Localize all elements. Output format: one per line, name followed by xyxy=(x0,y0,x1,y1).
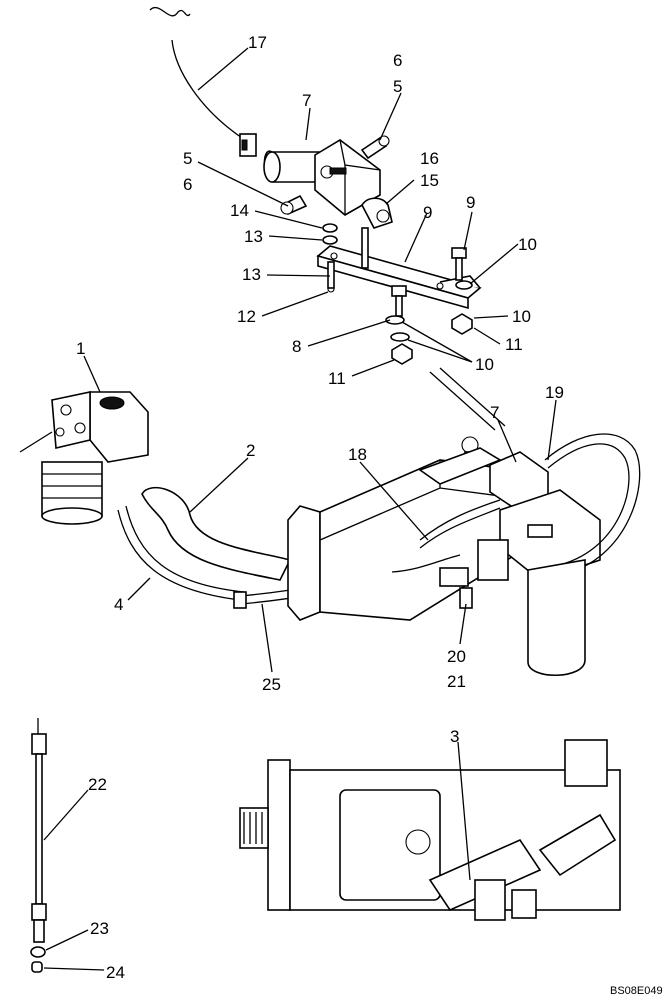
callout-7-lower: 7 xyxy=(490,403,499,422)
callout-11-right: 11 xyxy=(505,335,523,354)
filter-canister xyxy=(527,559,586,677)
callout-10-right: 10 xyxy=(512,307,531,326)
callout-25: 25 xyxy=(262,675,281,694)
callout-23: 23 xyxy=(90,919,109,938)
callout-15: 15 xyxy=(420,171,439,190)
callout-11-lower: 11 xyxy=(328,369,346,388)
solenoid-valve-7 xyxy=(263,139,381,216)
callout-10-upper: 10 xyxy=(518,235,537,254)
callout-3: 3 xyxy=(450,727,459,746)
callout-12: 12 xyxy=(237,307,256,326)
callout-9-middle: 9 xyxy=(423,203,432,222)
hose-4 xyxy=(117,505,245,601)
reference-code: BS08E049 xyxy=(610,985,663,997)
callout-10-lower: 10 xyxy=(475,355,494,374)
suction-hose-2 xyxy=(141,486,292,581)
callout-17: 17 xyxy=(248,33,267,52)
callout-13-lower: 13 xyxy=(242,265,261,284)
callout-21: 21 xyxy=(447,672,466,691)
sensor-wire-22 xyxy=(31,718,47,943)
nuts-11 xyxy=(391,313,473,365)
callout-24: 24 xyxy=(106,963,125,982)
callout-5-top: 5 xyxy=(393,77,402,96)
callout-13-upper: 13 xyxy=(244,227,263,246)
callout-14: 14 xyxy=(230,201,249,220)
callout-9-right: 9 xyxy=(466,193,475,212)
callout-8: 8 xyxy=(292,337,301,356)
callout-7-top: 7 xyxy=(302,91,311,110)
wire-harness-17 xyxy=(149,7,257,157)
bolts-9-washers-10 xyxy=(385,247,473,342)
fitting-5-right xyxy=(360,135,390,160)
assembly-lines xyxy=(429,367,506,431)
callout-22: 22 xyxy=(88,775,107,794)
leader-lines xyxy=(43,47,557,971)
callout-1: 1 xyxy=(76,339,85,358)
elbow-fitting-15 xyxy=(361,197,393,229)
fittings-20-21 xyxy=(439,539,509,609)
callout-6-top: 6 xyxy=(393,51,402,70)
hose-19 xyxy=(544,433,641,576)
callout-19: 19 xyxy=(545,383,564,402)
hydraulic-pump xyxy=(287,436,516,621)
callout-6-left: 6 xyxy=(183,175,192,194)
fitting-5-left xyxy=(280,194,308,216)
o-ring-23 xyxy=(30,946,46,958)
callout-16: 16 xyxy=(420,149,439,168)
plug-24 xyxy=(31,961,43,973)
valve-7-lower xyxy=(489,451,601,581)
callouts: 17 6 5 7 5 6 16 15 14 13 9 9 10 13 12 10… xyxy=(76,33,663,997)
pump-side-view xyxy=(239,739,621,921)
callout-5-left: 5 xyxy=(183,149,192,168)
callout-4: 4 xyxy=(114,595,123,614)
hose-18 xyxy=(391,499,501,573)
callout-20: 20 xyxy=(447,647,466,666)
callout-18: 18 xyxy=(348,445,367,464)
callout-2: 2 xyxy=(246,441,255,460)
steering-unit-1 xyxy=(19,391,149,525)
